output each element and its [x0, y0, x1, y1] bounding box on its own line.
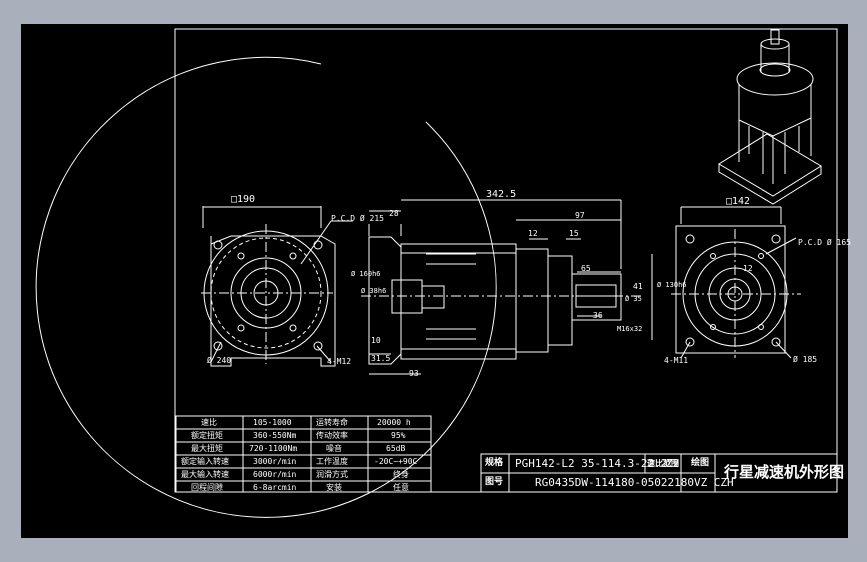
right-12-label: 12	[743, 264, 753, 273]
spec-value: 360-550Nm	[253, 431, 297, 440]
spec-value-2: 65dB	[386, 444, 406, 453]
spec-value: 6000r/min	[253, 470, 297, 479]
left-hole-label: Ø 240	[207, 356, 232, 365]
spec-value-2: 终身	[393, 470, 409, 479]
dim-12-label: 12	[528, 229, 538, 238]
dim-41-label: 41	[633, 282, 643, 291]
dim-10-label: 10	[371, 336, 381, 345]
title-block-grid	[480, 453, 838, 493]
construction-arc	[35, 56, 497, 518]
right-holes-label: 4-M11	[664, 356, 689, 365]
dim-93-label: 93	[409, 369, 419, 378]
spec-label: 速比	[201, 418, 217, 427]
left-flange-view	[201, 206, 353, 367]
shaft-length-label: 97	[575, 211, 585, 220]
left-holes-label: 4-M12	[327, 357, 352, 366]
dia-160-label: Ø 160h6	[351, 270, 381, 278]
spec-label: 最大输入转速	[181, 470, 229, 479]
left-pcd-label: P.C.D Ø 215	[331, 214, 384, 223]
model-value: PGH142-L2 35-114.3-22.2	[515, 457, 668, 470]
flange-thickness-label: 28	[389, 209, 399, 218]
dim-65-label: 65	[581, 264, 591, 273]
dia-35-label: Ø 35	[625, 295, 642, 303]
code-label: 图号	[485, 477, 504, 487]
spec-value-2: -20C~+90C	[374, 457, 418, 466]
m16-label: M16x32	[617, 325, 643, 333]
spec-label-2: 工作温度	[316, 457, 348, 466]
spec-value-2: 任意	[393, 483, 409, 492]
dim-15-label: 15	[569, 229, 579, 238]
code-value: RG0435DW-114180-05022180VZ CZH	[535, 476, 734, 489]
right-pcd-label: P.C.D Ø 165	[798, 238, 851, 247]
dia-130-label: Ø 130h6	[657, 281, 687, 289]
side-view	[361, 199, 653, 375]
spec-value: 3000r/min	[253, 457, 297, 466]
spec-label-2: 传动效率	[316, 431, 348, 440]
right-square-label: □142	[726, 196, 751, 207]
cad-canvas: □190 P.C.D Ø 215 Ø 240 4-M12 342.5 97 28…	[21, 24, 851, 538]
right-flange-view	[671, 206, 801, 359]
spec-label-2: 运转寿命	[316, 418, 348, 427]
spec-label: 最大扭矩	[191, 444, 223, 453]
total-length-label: 342.5	[486, 189, 517, 200]
dim-31-5-label: 31.5	[371, 354, 391, 363]
spec-label: 回程间隙	[191, 483, 223, 492]
spec-label-2: 噪音	[326, 444, 342, 453]
spec-value: 105-1000	[253, 418, 292, 427]
dim-36-label: 36	[593, 311, 603, 320]
right-hole-label: Ø 185	[793, 355, 818, 364]
model-label: 规格	[485, 458, 504, 468]
spec-value: 6-8arcmin	[253, 483, 297, 492]
spec-label-2: 润滑方式	[316, 470, 348, 479]
spec-value-2: 20000 h	[377, 418, 411, 427]
spec-label-2: 安装	[326, 483, 342, 492]
spec-label: 额定输入转速	[181, 457, 229, 466]
ratio-value: Z2	[666, 457, 680, 470]
spec-value: 720-1100Nm	[249, 444, 298, 453]
isometric-sketch	[718, 29, 822, 205]
drawn-label: 绘图	[691, 458, 710, 468]
cad-drawing	[35, 28, 838, 518]
ratio-label: 速比范围	[647, 459, 679, 468]
spec-label: 额定扭矩	[191, 431, 223, 440]
spec-value-2: 95%	[391, 431, 406, 440]
left-square-label: □190	[231, 194, 256, 205]
drawing-title: 行星减速机外形图	[724, 463, 845, 481]
dia-bore-label: Ø 38h6	[361, 287, 387, 295]
spec-table-grid	[175, 415, 432, 493]
